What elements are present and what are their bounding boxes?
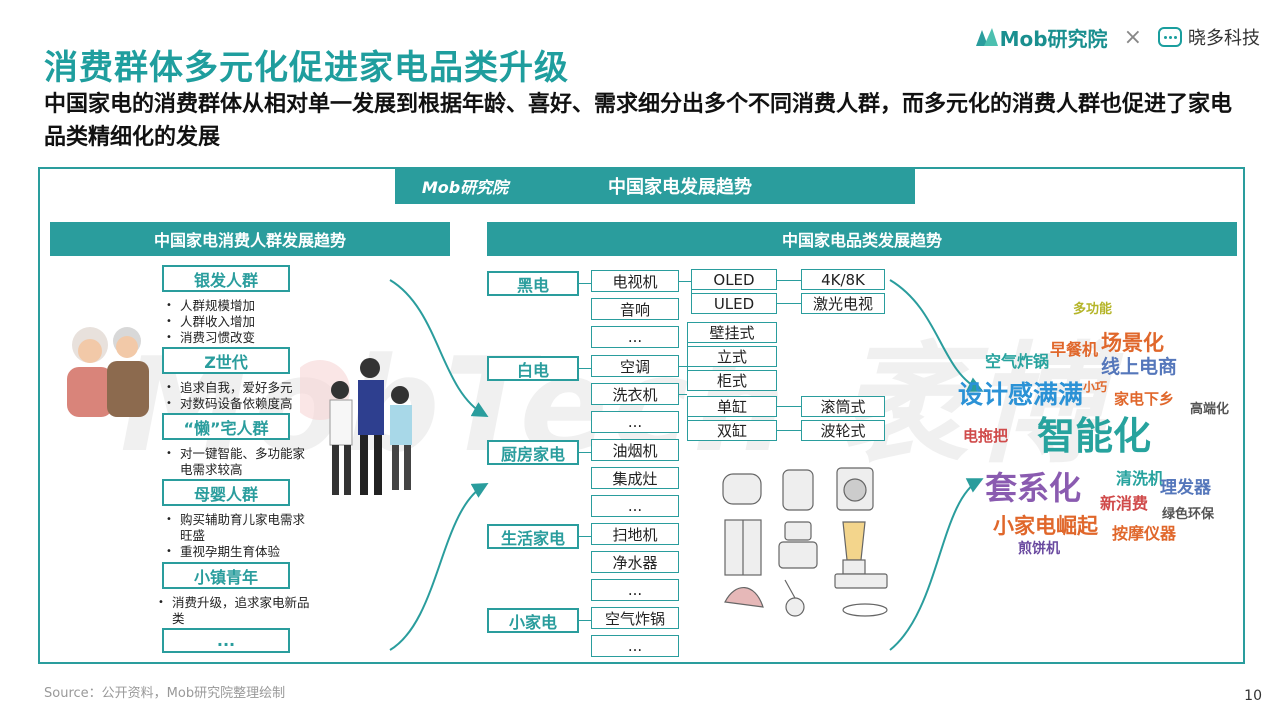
group-smalltown: 小镇青年 <box>162 562 290 589</box>
group-homebody: “懒”宅人群 <box>162 413 290 440</box>
cloud-word: 小家电崛起 <box>993 514 1098 538</box>
xiaoduo-logo: 晓多科技 <box>1158 24 1260 50</box>
group-silver: 银发人群 <box>162 265 290 292</box>
item-stove: 集成灶 <box>591 467 679 489</box>
point: 对一键智能、多功能家电需求较高 <box>162 446 312 478</box>
category-white: 白电 <box>487 356 579 381</box>
arrows-right <box>889 279 984 651</box>
item-more: ... <box>591 635 679 657</box>
point: 对数码设备依赖度高 <box>162 396 312 412</box>
left-section-title: 中国家电消费人群发展趋势 <box>50 222 450 256</box>
wash-drum: 滚筒式 <box>801 396 885 417</box>
cloud-word: 新消费 <box>1100 494 1149 513</box>
cloud-word: 套系化 <box>985 469 1082 507</box>
brand-logos: Mob研究院 × 晓多科技 <box>974 20 1260 54</box>
cloud-word: 多功能 <box>1073 302 1113 317</box>
item-more: ... <box>591 326 679 348</box>
page-subtitle: 中国家电的消费群体从相对单一发展到根据年龄、喜好、需求细分出多个不同消费人群，而… <box>44 92 1233 150</box>
point: 追求自我，爱好多元 <box>162 380 312 396</box>
item-more: ... <box>591 579 679 601</box>
point: 重视孕期生育体验 <box>162 544 312 560</box>
item-purifier: 净水器 <box>591 551 679 573</box>
group-maternal-points: 购买辅助育儿家电需求旺盛 重视孕期生育体验 <box>162 512 312 560</box>
banner-title: 中国家电发展趋势 <box>608 177 752 198</box>
item-washer: 洗衣机 <box>591 383 679 405</box>
item-ac: 空调 <box>591 355 679 377</box>
ac-stand: 立式 <box>687 346 777 367</box>
banner: Mob研究院 中国家电发展趋势 <box>395 168 915 204</box>
cloud-word: 绿色环保 <box>1162 507 1215 522</box>
tv-4k8k: 4K/8K <box>801 269 885 290</box>
item-more: ... <box>591 411 679 433</box>
group-homebody-points: 对一键智能、多功能家电需求较高 <box>162 446 312 478</box>
xiaoduo-logo-icon <box>1158 27 1182 47</box>
cloud-word: 家电下乡 <box>1114 390 1175 408</box>
cloud-word: 空气炸锅 <box>985 352 1050 371</box>
item-tv: 电视机 <box>591 270 679 292</box>
item-robot: 扫地机 <box>591 523 679 545</box>
banner-logo: Mob研究院 <box>421 178 509 197</box>
category-black: 黑电 <box>487 271 579 296</box>
wash-double: 双缸 <box>687 420 777 441</box>
category-small: 小家电 <box>487 608 579 633</box>
item-hood: 油烟机 <box>591 439 679 461</box>
item-more: ... <box>591 495 679 517</box>
group-maternal: 母婴人群 <box>162 479 290 506</box>
source-note: Source：公开资料，Mob研究院整理绘制 <box>44 686 286 701</box>
point: 购买辅助育儿家电需求旺盛 <box>162 512 312 544</box>
point: 消费习惯改变 <box>162 330 312 346</box>
group-smalltown-points: 消费升级，追求家电新品类 <box>154 595 314 627</box>
cloud-word: 煎饼机 <box>1018 541 1060 557</box>
mob-logo-text: Mob研究院 <box>999 26 1108 51</box>
tv-laser: 激光电视 <box>801 293 885 314</box>
group-more: ... <box>162 628 290 653</box>
elderly-couple-illustration <box>67 327 149 417</box>
point: 人群规模增加 <box>162 298 312 314</box>
appliances-illustration <box>722 467 888 617</box>
cloud-word: 线上电商 <box>1101 356 1178 378</box>
cloud-word: 设计感满满 <box>958 380 1084 409</box>
tv-oled: OLED <box>691 269 777 290</box>
wash-single: 单缸 <box>687 396 777 417</box>
group-genz-points: 追求自我，爱好多元 对数码设备依赖度高 <box>162 380 312 412</box>
cloud-word: 理发器 <box>1160 478 1211 498</box>
mob-logo-icon <box>975 28 998 46</box>
ac-wall: 壁挂式 <box>687 322 777 343</box>
cloud-word: 高端化 <box>1190 402 1230 417</box>
cloud-word: 按摩仪器 <box>1112 524 1177 543</box>
right-section-title: 中国家电品类发展趋势 <box>487 222 1237 256</box>
cloud-word: 早餐机 <box>1050 340 1099 359</box>
wash-pulsator: 波轮式 <box>801 420 885 441</box>
group-silver-points: 人群规模增加 人群收入增加 消费习惯改变 <box>162 298 312 346</box>
young-people-illustration <box>300 358 412 495</box>
category-living: 生活家电 <box>487 524 579 549</box>
point: 人群收入增加 <box>162 314 312 330</box>
xiaoduo-logo-text: 晓多科技 <box>1188 28 1260 49</box>
page-title: 消费群体多元化促进家电品类升级 <box>44 48 569 88</box>
item-airfryer: 空气炸锅 <box>591 607 679 629</box>
tv-uled: ULED <box>691 293 777 314</box>
page-number: 10 <box>1244 688 1262 704</box>
times-separator: × <box>1123 24 1142 50</box>
cloud-word: 智能化 <box>1037 414 1152 458</box>
cloud-word: 电拖把 <box>963 427 1009 445</box>
category-kitchen: 厨房家电 <box>487 440 579 465</box>
cloud-word: 小巧 <box>1083 380 1108 394</box>
arrows-left <box>389 279 489 651</box>
cloud-word: 清洗机 <box>1116 469 1165 488</box>
cloud-word: 场景化 <box>1101 331 1164 355</box>
point: 消费升级，追求家电新品类 <box>154 595 314 627</box>
group-genz: Z世代 <box>162 347 290 374</box>
ac-cabinet: 柜式 <box>687 370 777 391</box>
item-audio: 音响 <box>591 298 679 320</box>
mob-logo: Mob研究院 <box>974 23 1108 52</box>
